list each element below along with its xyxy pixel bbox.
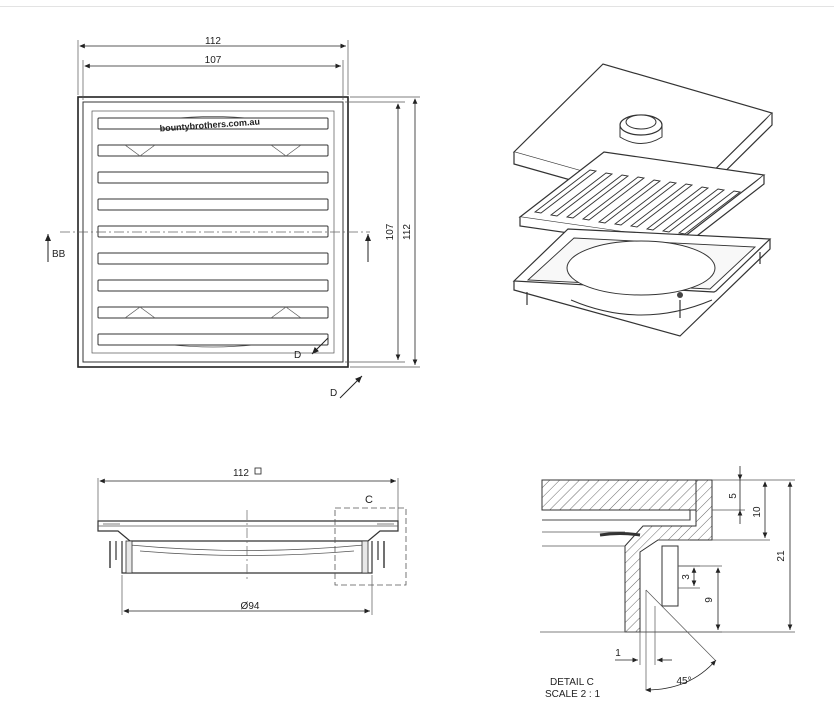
detail-dim-21: 21	[776, 550, 787, 562]
detail-c-callout-box	[334, 507, 407, 586]
detail-dim-1: 1	[615, 648, 621, 659]
side-section-view: 112 Ø94 C	[97, 467, 407, 615]
dim-grate-height: 107	[385, 223, 396, 240]
detail-d-label-2: D	[330, 388, 337, 399]
detail-dim-10: 10	[752, 506, 763, 518]
detail-c-view: 5 10 21 3 9 1 45° DETAIL C SCAL	[540, 466, 795, 700]
side-dim-width: 112	[233, 468, 249, 479]
grate-slot	[97, 144, 329, 157]
grate-slot	[97, 333, 329, 346]
detail-dim-angle: 45°	[676, 676, 691, 687]
detail-scale: SCALE 2 : 1	[545, 689, 600, 700]
detail-c-callout-label: C	[365, 494, 373, 506]
side-dim-diameter: Ø94	[241, 601, 260, 612]
detail-d-label-1: D	[294, 350, 301, 361]
grate-slot	[97, 252, 329, 265]
grate-slot	[97, 171, 329, 184]
detail-dim-9: 9	[704, 597, 715, 603]
top-view: bountybrothers.com.au BB 112 107 107 112…	[45, 36, 420, 399]
section-label: BB	[52, 249, 66, 260]
grate-slot	[97, 198, 329, 211]
grate-slot	[97, 225, 329, 238]
detail-title: DETAIL C	[550, 677, 594, 688]
grate-slot	[97, 117, 329, 130]
page-top-divider	[0, 6, 834, 7]
detail-dim-3: 3	[681, 574, 692, 580]
dim-grate-width: 107	[205, 55, 222, 66]
drain-body	[512, 228, 772, 337]
dim-overall-height: 112	[402, 224, 413, 240]
grate-slot	[97, 306, 329, 319]
grate-slots	[97, 117, 329, 346]
exploded-isometric-view	[512, 63, 774, 337]
grate-slot	[97, 279, 329, 292]
detail-dim-5: 5	[728, 493, 739, 499]
square-symbol-icon	[254, 467, 262, 475]
dim-overall-width: 112	[205, 36, 221, 47]
